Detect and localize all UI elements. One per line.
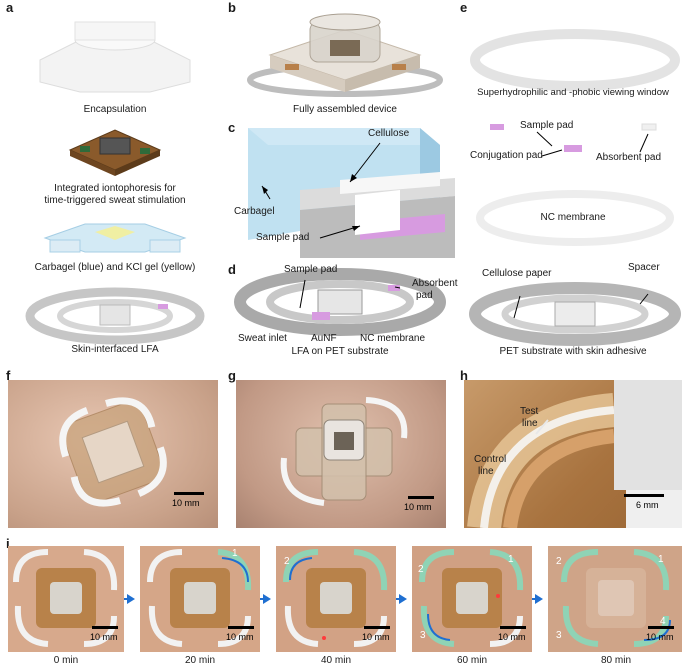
- scale-bar-i2: [364, 626, 390, 629]
- caption-lfa-pet: LFA on PET substrate: [291, 346, 389, 357]
- panel-label-g: g: [228, 368, 236, 383]
- label-test-line-1: Test: [520, 406, 539, 417]
- channel-number: 1: [508, 554, 514, 565]
- channel-number: 1: [658, 554, 664, 565]
- label-spacer: Spacer: [628, 262, 660, 273]
- scale-bar-i3: [500, 626, 526, 629]
- scale-label-i2: 10 mm: [362, 632, 390, 642]
- caption-iontophoresis-1: Integrated iontophoresis for: [54, 183, 176, 194]
- panel-label-h: h: [460, 368, 468, 383]
- label-test-line-2: line: [522, 418, 538, 429]
- panel-label-b: b: [228, 0, 236, 15]
- scale-label-i4: 10 mm: [646, 632, 674, 642]
- time-label-0: 0 min: [53, 655, 79, 666]
- label-sample-pad-d: Sample pad: [284, 264, 338, 275]
- channel-number: 2: [556, 556, 562, 567]
- caption-encapsulation: Encapsulation: [83, 104, 147, 115]
- device-frame-20: [147, 549, 252, 647]
- caption-lfa: Skin-interfaced LFA: [71, 344, 159, 355]
- channel-number: 3: [420, 630, 426, 641]
- panel-f-photo: 10 mm: [8, 380, 218, 528]
- label-absorbent-pad-2: pad: [416, 290, 433, 301]
- label-cellulose: Cellulose: [368, 128, 410, 139]
- scale-label-i0: 10 mm: [90, 632, 118, 642]
- panel-g-photo: 10 mm: [236, 380, 446, 528]
- device-frame-0: [13, 549, 118, 647]
- scale-bar-i4: [648, 626, 674, 629]
- timepoint-frame-60: 1 2 3 10 mm: [412, 546, 532, 652]
- panel-label-i: i: [6, 536, 10, 551]
- panel-label-c: c: [228, 120, 236, 135]
- panel-label-f: f: [6, 368, 11, 383]
- caption-nc-membrane-e: NC membrane: [540, 212, 606, 223]
- scale-bar-h: [624, 494, 664, 497]
- scale-bar-f: [174, 492, 204, 495]
- channel-number: 1: [232, 548, 238, 559]
- label-nc-membrane-d: NC membrane: [360, 333, 426, 344]
- scale-bar-i1: [228, 626, 254, 629]
- channel-number: 3: [556, 630, 562, 641]
- device-on-skin-g: [280, 397, 408, 506]
- scale-label-f: 10 mm: [172, 498, 200, 508]
- time-label-60: 60 min: [456, 655, 487, 666]
- timepoint-frame-40: 2 10 mm: [276, 546, 396, 652]
- time-label-20: 20 min: [184, 655, 215, 666]
- label-aunf: AuNF: [311, 333, 337, 344]
- lfa-strip-closeup: [467, 380, 682, 528]
- caption-viewing-window: Superhydrophilic and -phobic viewing win…: [477, 87, 669, 98]
- scale-label-i1: 10 mm: [226, 632, 254, 642]
- channel-number: 2: [418, 564, 424, 575]
- device-frame-80: [561, 549, 671, 647]
- scale-label-h: 6 mm: [636, 500, 659, 510]
- scale-bar-g: [408, 496, 434, 499]
- caption-assembled: Fully assembled device: [293, 104, 397, 115]
- panel-h-photo: Test line Control line 6 mm: [464, 380, 682, 528]
- label-absorbent-pad-e: Absorbent pad: [596, 152, 662, 163]
- caption-pet-substrate: PET substrate with skin adhesive: [499, 346, 647, 357]
- channel-number: 4: [660, 616, 666, 627]
- device-frame-60: [419, 549, 524, 647]
- label-sweat-inlet: Sweat inlet: [238, 333, 287, 344]
- device-frame-40: [283, 549, 388, 647]
- label-control-line-2: line: [478, 466, 494, 477]
- timepoint-frame-80: 1 2 3 4 10 mm: [548, 546, 682, 652]
- panel-label-d: d: [228, 262, 236, 277]
- label-conjugation-pad: Conjugation pad: [470, 150, 543, 161]
- time-label-40: 40 min: [320, 655, 351, 666]
- scale-label-g: 10 mm: [404, 502, 432, 512]
- label-sample-pad-c: Sample pad: [256, 232, 310, 243]
- scale-label-i3: 10 mm: [498, 632, 526, 642]
- label-cellulose-paper: Cellulose paper: [482, 268, 552, 279]
- panel-label-e: e: [460, 0, 468, 15]
- label-control-line-1: Control: [474, 454, 507, 465]
- scale-bar-i0: [92, 626, 118, 629]
- device-on-skin-f: [59, 397, 167, 507]
- label-carbagel: Carbagel: [234, 206, 275, 217]
- label-sample-pad-e: Sample pad: [520, 120, 574, 131]
- timepoint-frame-20: 1 10 mm: [140, 546, 260, 652]
- caption-iontophoresis-2: time-triggered sweat stimulation: [44, 195, 186, 206]
- caption-carbagel: Carbagel (blue) and KCl gel (yellow): [34, 262, 196, 273]
- time-label-80: 80 min: [600, 655, 631, 666]
- panel-label-a: a: [6, 0, 14, 15]
- timepoint-frame-0: 10 mm: [8, 546, 124, 652]
- channel-number: 2: [284, 556, 290, 567]
- label-absorbent-pad-1: Absorbent: [412, 278, 458, 289]
